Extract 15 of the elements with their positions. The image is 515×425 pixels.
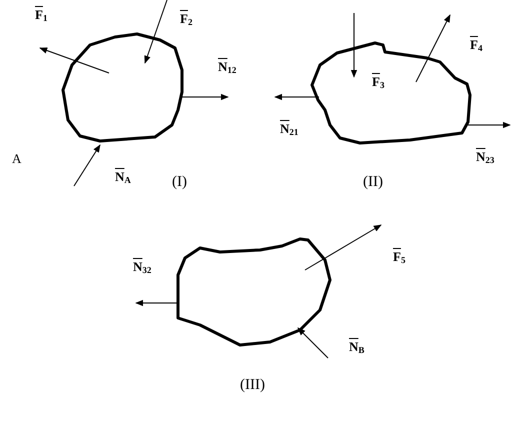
body-label: (I) <box>172 175 187 190</box>
force-label: F$_{3}$ <box>372 75 384 88</box>
force-label: N$_{23}$ <box>476 150 494 163</box>
force-label: N$_{21}$ <box>280 122 298 135</box>
body-label: (II) <box>363 175 383 190</box>
force-label: N$_{A}$ <box>115 170 131 183</box>
force-label: N$_{32}$ <box>133 260 152 273</box>
force-label: N$_{12}$ <box>218 60 236 73</box>
force-label: F$_{2}$ <box>180 12 192 25</box>
force-label: F$_{1}$ <box>35 8 48 21</box>
force-label: F$_{5}$ <box>393 250 406 263</box>
force-label: N$_{B}$ <box>349 340 364 353</box>
point-label: A <box>12 152 22 165</box>
body-label: (III) <box>240 378 265 393</box>
force-label: F$_{4}$ <box>470 38 482 51</box>
